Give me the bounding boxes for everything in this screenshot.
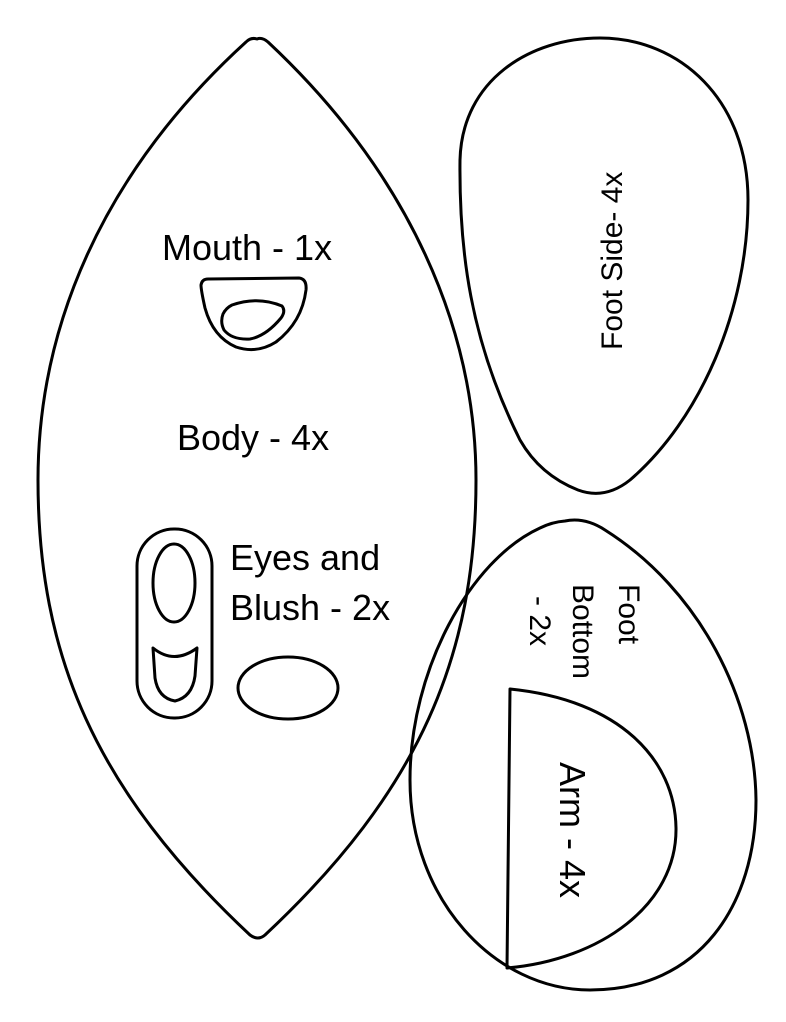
foot-bottom-piece: Foot Bottom - 2x <box>408 518 758 992</box>
eye-outer-outline <box>135 527 214 720</box>
body-outline <box>36 36 478 940</box>
mouth-inner-outline <box>220 299 286 341</box>
arm-label: Arm - 4x <box>552 762 593 898</box>
foot-side-piece: Foot Side- 4x <box>458 36 750 495</box>
foot-side-outline <box>458 36 750 495</box>
eyes-blush-piece: Eyes and Blush - 2x <box>135 527 390 721</box>
foot-bottom-label-line2: Bottom <box>566 584 599 679</box>
foot-bottom-label-line3: - 2x <box>523 596 556 646</box>
eye-pupil-outline <box>151 542 197 624</box>
eyes-blush-label-line2: Blush - 2x <box>230 587 390 628</box>
mouth-piece: Mouth - 1x <box>162 227 332 352</box>
eye-crescent-outline <box>151 646 199 703</box>
mouth-outer-outline <box>199 276 308 352</box>
body-label: Body - 4x <box>177 417 329 458</box>
body-piece: Body - 4x <box>36 36 478 940</box>
arm-outline <box>505 687 678 970</box>
foot-bottom-label-line1: Foot <box>612 584 645 645</box>
mouth-label: Mouth - 1x <box>162 227 332 268</box>
blush-outline <box>236 655 340 721</box>
foot-bottom-outline <box>408 518 758 992</box>
foot-side-label: Foot Side- 4x <box>596 172 629 350</box>
eyes-blush-label-line1: Eyes and <box>230 537 380 578</box>
arm-piece: Arm - 4x <box>505 687 678 970</box>
